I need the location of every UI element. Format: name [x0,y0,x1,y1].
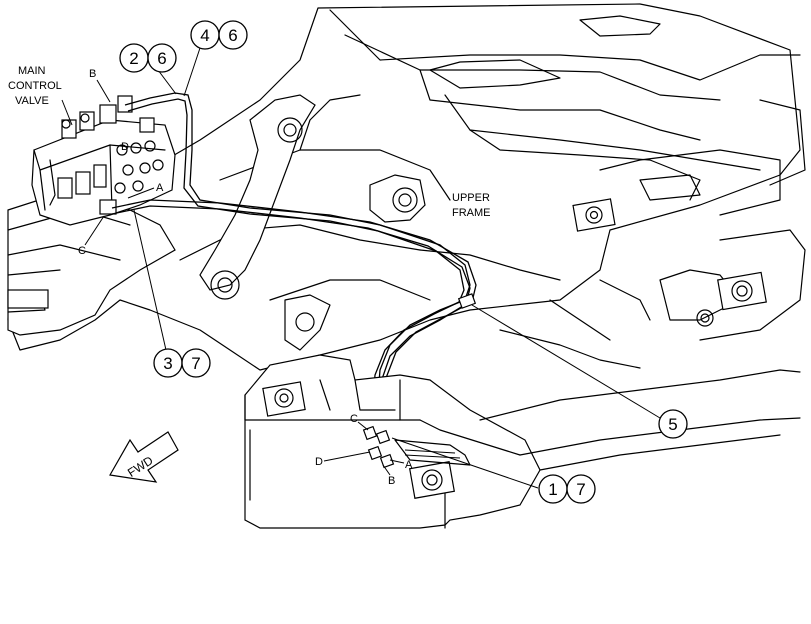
callout-5-number: 5 [668,415,677,434]
callout-1-7: 1 7 [391,437,596,504]
main-control-valve-label: MAIN CONTROL VALVE [8,65,73,126]
swivel-port-c: C [350,413,358,425]
callout-4-6: 4 6 [183,20,248,97]
upper-frame-label: UPPER FRAME [452,192,491,219]
main-control-valve [31,95,176,226]
mcv-label-line-1: MAIN [18,65,46,77]
callout-1-7-second: 7 [576,480,585,499]
callout-2-6: 2 6 [119,43,177,95]
swivel-port-b: B [388,475,395,487]
mcv-label-line-2: CONTROL [8,80,62,92]
callout-3-7: 3 7 [133,209,211,378]
valve-port-labels: B D A C [78,68,164,257]
callout-3-7-second: 7 [191,354,200,373]
callout-3-7-first: 3 [163,354,172,373]
swivel-port-a: A [405,459,413,471]
lower-frame [244,198,801,529]
callout-4-6-second: 6 [228,26,237,45]
fwd-direction-arrow: FWD [109,431,179,483]
valve-port-c: C [78,245,86,257]
callout-2-6-second: 6 [157,49,166,68]
callout-5: 5 [471,304,688,439]
mcv-label-line-3: VALVE [15,95,49,107]
upper-frame-label-line-1: UPPER [452,192,490,204]
callout-4-6-first: 4 [200,26,209,45]
upper-frame-label-line-2: FRAME [452,207,491,219]
left-platform [7,189,176,336]
swivel-port-labels: C D A B [315,413,413,487]
swivel-fittings [362,425,395,469]
valve-port-b: B [89,68,96,80]
valve-port-a: A [156,182,164,194]
callout-2-6-first: 2 [129,49,138,68]
swivel-port-d: D [315,456,323,468]
boom-foot-bracket [199,94,426,351]
valve-port-d: D [121,141,129,153]
callout-1-7-first: 1 [548,480,557,499]
